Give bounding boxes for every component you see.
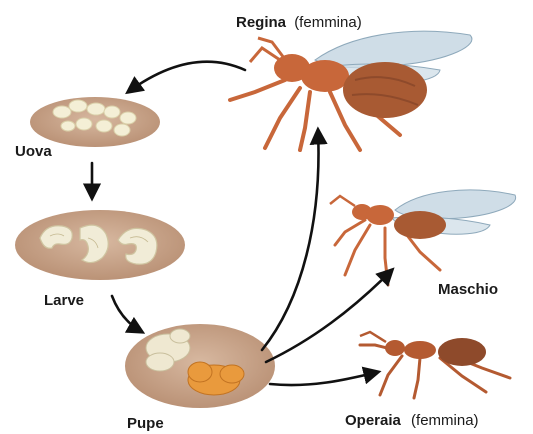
larvae-stage — [15, 210, 185, 280]
male-ant-illustration — [330, 190, 516, 285]
queen-ant-illustration — [230, 31, 472, 150]
male-label: Maschio — [438, 281, 498, 298]
eggs-stage — [30, 97, 160, 147]
arrow-pupae-to-worker — [270, 372, 378, 385]
worker-ant-illustration — [360, 332, 510, 398]
queen-label: Regina (femmina) — [236, 14, 362, 31]
pupae-stage — [125, 324, 275, 408]
larvae-label: Larve — [44, 292, 84, 309]
pupae-label: Pupe — [127, 415, 164, 432]
queen-name: Regina — [236, 14, 287, 31]
worker-label: Operaia (femmina) — [345, 412, 479, 429]
worker-qualifier: (femmina) — [411, 412, 479, 429]
eggs-label: Uova — [15, 143, 52, 160]
arrow-pupae-to-queen — [262, 130, 319, 350]
worker-name: Operaia — [345, 412, 402, 429]
queen-qualifier: (femmina) — [294, 14, 362, 31]
arrow-larvae-to-pupae — [112, 296, 142, 332]
arrow-queen-to-eggs — [128, 62, 245, 92]
